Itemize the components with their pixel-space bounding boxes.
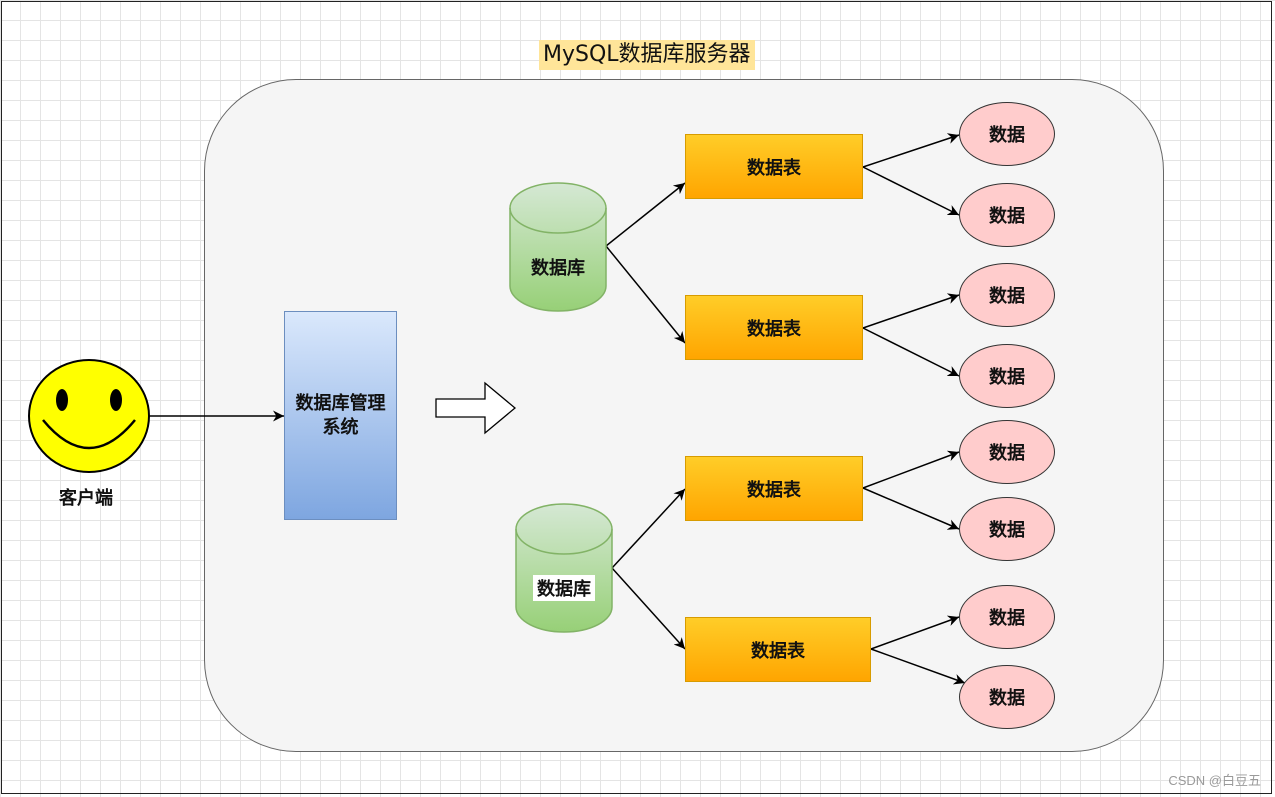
data-node: 数据 [959,183,1055,247]
watermark: CSDN @白豆五 [1168,773,1261,788]
table-to-data-arrow [862,487,960,530]
db-to-table-arrow [605,245,686,344]
db-to-table-arrow [605,182,686,247]
database-label: 数据库 [533,575,595,601]
table-to-data-arrow [870,648,966,685]
data-node: 数据 [959,420,1055,484]
data-table-box: 数据表 [685,295,863,360]
table-to-data-arrow [862,293,960,329]
data-node: 数据 [959,585,1055,649]
table-to-data-arrow [870,615,960,650]
data-node: 数据 [959,102,1055,166]
table-to-data-arrow [862,450,960,489]
database-cylinder: 数据库 [509,182,607,313]
database-cylinder: 数据库 [515,503,613,634]
data-node: 数据 [959,497,1055,561]
table-to-data-arrow [862,166,960,216]
dbms-label: 数据库管理系统 [295,392,386,438]
data-node: 数据 [959,665,1055,729]
data-table-box: 数据表 [685,134,863,199]
client-label: 客户端 [59,488,113,509]
data-node: 数据 [959,344,1055,408]
database-label: 数据库 [531,258,585,279]
data-table-box: 数据表 [685,456,863,521]
smiley-icon [28,359,150,473]
data-node: 数据 [959,263,1055,327]
table-to-data-arrow [862,133,960,168]
table-to-data-arrow [862,327,960,377]
dbms-box: 数据库管理系统 [284,311,397,520]
db-to-table-arrow [611,488,686,569]
flow-arrow-icon [435,381,517,435]
server-title: MySQL数据库服务器 [539,40,755,70]
data-table-box: 数据表 [685,617,871,682]
db-to-table-arrow [611,567,686,650]
